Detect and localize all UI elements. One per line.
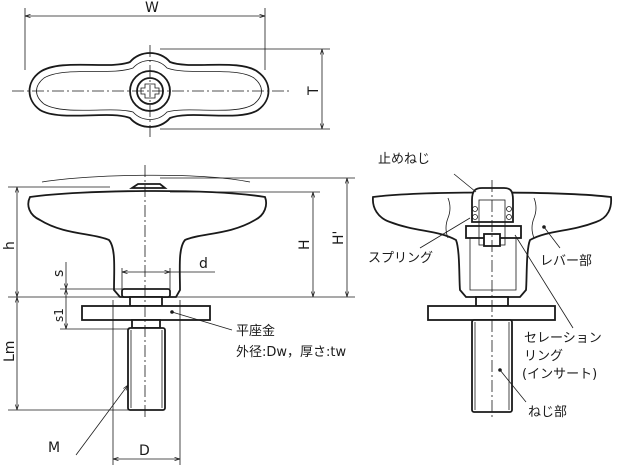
dim-H: H bbox=[297, 239, 313, 250]
serration-ring-label-1: セレーション bbox=[524, 331, 602, 346]
spring-label: スプリング bbox=[368, 251, 433, 266]
dim-Lm: Lm bbox=[2, 341, 18, 362]
side-view: h Lm s s1 H H' d D M 平座金 外径:Dw，厚さ:tw bbox=[2, 165, 355, 465]
washer-spec-label: 外径:Dw，厚さ:tw bbox=[236, 345, 346, 360]
thread-label: ねじ部 bbox=[528, 405, 567, 420]
top-view: W T bbox=[12, 0, 330, 140]
dim-d: d bbox=[199, 256, 208, 272]
dim-T: T bbox=[306, 86, 322, 96]
section-view: 止めねじ スプリング レバー部 セレーション リング (インサート) ねじ部 bbox=[368, 152, 613, 420]
set-screw-label: 止めねじ bbox=[378, 152, 430, 167]
dim-s1: s1 bbox=[52, 308, 66, 322]
lever-label: レバー部 bbox=[540, 254, 592, 269]
dim-s: s bbox=[51, 270, 67, 277]
dim-H-prime: H' bbox=[331, 231, 347, 245]
dim-W: W bbox=[145, 0, 159, 16]
screw-stem bbox=[127, 327, 166, 411]
serration-ring-label-2: リング bbox=[524, 349, 563, 364]
serration-ring-label-3: (インサート) bbox=[522, 367, 597, 382]
dim-D: D bbox=[139, 443, 150, 459]
dim-M: M bbox=[48, 440, 60, 456]
washer-label: 平座金 bbox=[236, 323, 275, 339]
dim-h: h bbox=[2, 241, 18, 250]
